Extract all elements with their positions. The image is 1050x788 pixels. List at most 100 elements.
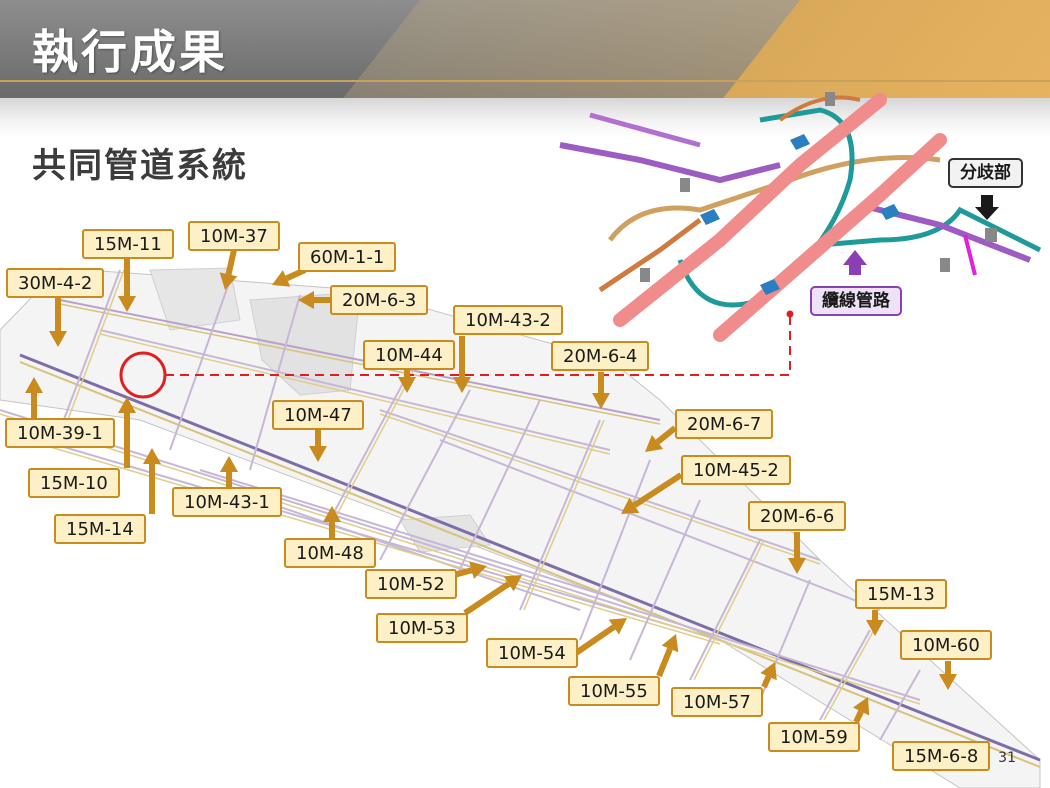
cross-street bbox=[629, 499, 701, 661]
cross-street-edge bbox=[523, 419, 605, 611]
segment-arrow-shaft bbox=[655, 425, 677, 445]
segment-arrow-shaft bbox=[463, 581, 511, 616]
segment-label: 30M-4-2 bbox=[6, 268, 105, 298]
segment-arrow-head bbox=[592, 393, 610, 409]
cross-street bbox=[819, 629, 871, 721]
blue-joint-3d bbox=[760, 279, 780, 295]
cable-pointer-arrow bbox=[843, 250, 867, 275]
street-line bbox=[379, 409, 821, 561]
segment-arrow-head bbox=[298, 291, 314, 309]
valve-block-3d bbox=[640, 268, 650, 282]
section-subtitle: 共同管道系統 bbox=[32, 146, 248, 186]
cross-street bbox=[249, 294, 301, 471]
segment-label: 10M-45-2 bbox=[681, 455, 791, 485]
segment-arrow-head bbox=[49, 331, 67, 347]
blue-joint-3d bbox=[700, 209, 720, 225]
segment-arrow-head bbox=[661, 634, 679, 653]
segment-label: 10M-60 bbox=[900, 630, 992, 660]
cross-street bbox=[579, 459, 651, 641]
cable-conduit-3d bbox=[608, 155, 941, 242]
segment-arrow-head bbox=[220, 456, 238, 472]
segment-arrow-head bbox=[118, 296, 136, 312]
segment-arrow-head bbox=[25, 377, 43, 393]
segment-arrow-shaft bbox=[225, 249, 237, 276]
segment-arrow-shaft bbox=[453, 567, 473, 578]
segment-arrow-shaft bbox=[632, 472, 683, 508]
blue-joint-3d bbox=[880, 204, 900, 220]
branch-pointer-arrow bbox=[975, 195, 999, 220]
highlight-leader-dot bbox=[786, 310, 794, 318]
segment-label: 10M-48 bbox=[284, 538, 376, 568]
tunnel-3d-detail bbox=[559, 92, 1042, 342]
segment-label: 10M-54 bbox=[486, 638, 578, 668]
segment-label: 60M-1-1 bbox=[298, 242, 397, 272]
segment-arrow-head bbox=[469, 561, 487, 579]
cross-street-edge bbox=[693, 539, 765, 681]
valve-block-3d bbox=[985, 228, 997, 242]
cross-street bbox=[59, 269, 121, 431]
segment-arrow-head bbox=[621, 497, 640, 514]
segment-label: 10M-53 bbox=[376, 613, 468, 643]
highlight-leader-line bbox=[165, 315, 791, 376]
segment-label: 10M-43-2 bbox=[453, 305, 563, 335]
segment-arrow-head bbox=[866, 620, 884, 636]
segment-arrow-head bbox=[118, 397, 136, 413]
cross-street bbox=[519, 419, 601, 611]
segment-arrow-head bbox=[309, 446, 327, 462]
segment-arrow-head bbox=[398, 377, 416, 393]
segment-label: 10M-59 bbox=[768, 722, 860, 752]
north-tunnel-line bbox=[59, 299, 661, 421]
segment-label: 10M-39-1 bbox=[5, 418, 115, 448]
cross-street bbox=[879, 669, 921, 741]
segment-arrow-head bbox=[608, 618, 627, 635]
segment-arrow-head bbox=[453, 377, 471, 393]
segment-label: 20M-6-6 bbox=[748, 501, 847, 531]
site-plan bbox=[0, 267, 1041, 788]
segment-label: 20M-6-4 bbox=[551, 341, 650, 371]
segment-arrow-shaft bbox=[574, 624, 616, 656]
valve-block-3d bbox=[680, 178, 690, 192]
site-outline bbox=[0, 267, 1041, 788]
segment-arrow-head bbox=[503, 575, 522, 592]
main-tunnel-3d bbox=[713, 133, 947, 342]
segment-label: 10M-55 bbox=[568, 676, 660, 706]
cross-street-edge bbox=[63, 269, 125, 431]
page-title: 執行成果 bbox=[32, 25, 228, 79]
magenta-branch-3d bbox=[963, 234, 977, 276]
north-tunnel-edge bbox=[59, 303, 661, 425]
cross-street bbox=[169, 279, 231, 451]
segment-arrow-head bbox=[939, 674, 957, 690]
purple-conduit-3d bbox=[559, 142, 781, 184]
segment-label: 15M-13 bbox=[855, 579, 947, 609]
main-tunnel-line bbox=[19, 353, 1041, 762]
cross-street bbox=[329, 369, 411, 521]
header-rule bbox=[0, 80, 1050, 82]
segment-label: 20M-6-3 bbox=[330, 285, 429, 315]
main-tunnel-edge bbox=[19, 361, 1041, 768]
title-bar: 執行成果 bbox=[0, 0, 1050, 98]
segment-label: 15M-6-8 bbox=[892, 741, 991, 771]
blue-joint-3d bbox=[790, 134, 810, 150]
valve-block-3d bbox=[825, 92, 835, 106]
cross-street bbox=[379, 389, 471, 561]
segment-label: 15M-11 bbox=[82, 229, 174, 259]
segment-arrow-head bbox=[760, 662, 777, 681]
orange-conduit-3d bbox=[598, 218, 702, 293]
segment-arrow-shaft bbox=[761, 675, 772, 689]
main-tunnel-3d bbox=[613, 93, 887, 327]
street-line bbox=[439, 439, 881, 611]
segment-label: 10M-47 bbox=[272, 400, 364, 430]
segment-label: 10M-52 bbox=[365, 569, 457, 599]
segment-arrow-head bbox=[788, 558, 806, 574]
segment-label: 15M-10 bbox=[28, 468, 120, 498]
detail-highlight bbox=[119, 310, 794, 399]
segment-label: 10M-43-1 bbox=[172, 487, 282, 517]
segment-arrows bbox=[25, 249, 957, 724]
cross-street-edge bbox=[333, 369, 415, 521]
segment-label: 20M-6-7 bbox=[675, 409, 774, 439]
segment-arrow-head bbox=[219, 272, 238, 290]
cross-street-edge bbox=[823, 629, 875, 721]
segment-arrow-head bbox=[272, 270, 291, 287]
segment-label: 15M-14 bbox=[54, 514, 146, 544]
cable-conduit-callout: 纜線管路 bbox=[810, 286, 902, 316]
